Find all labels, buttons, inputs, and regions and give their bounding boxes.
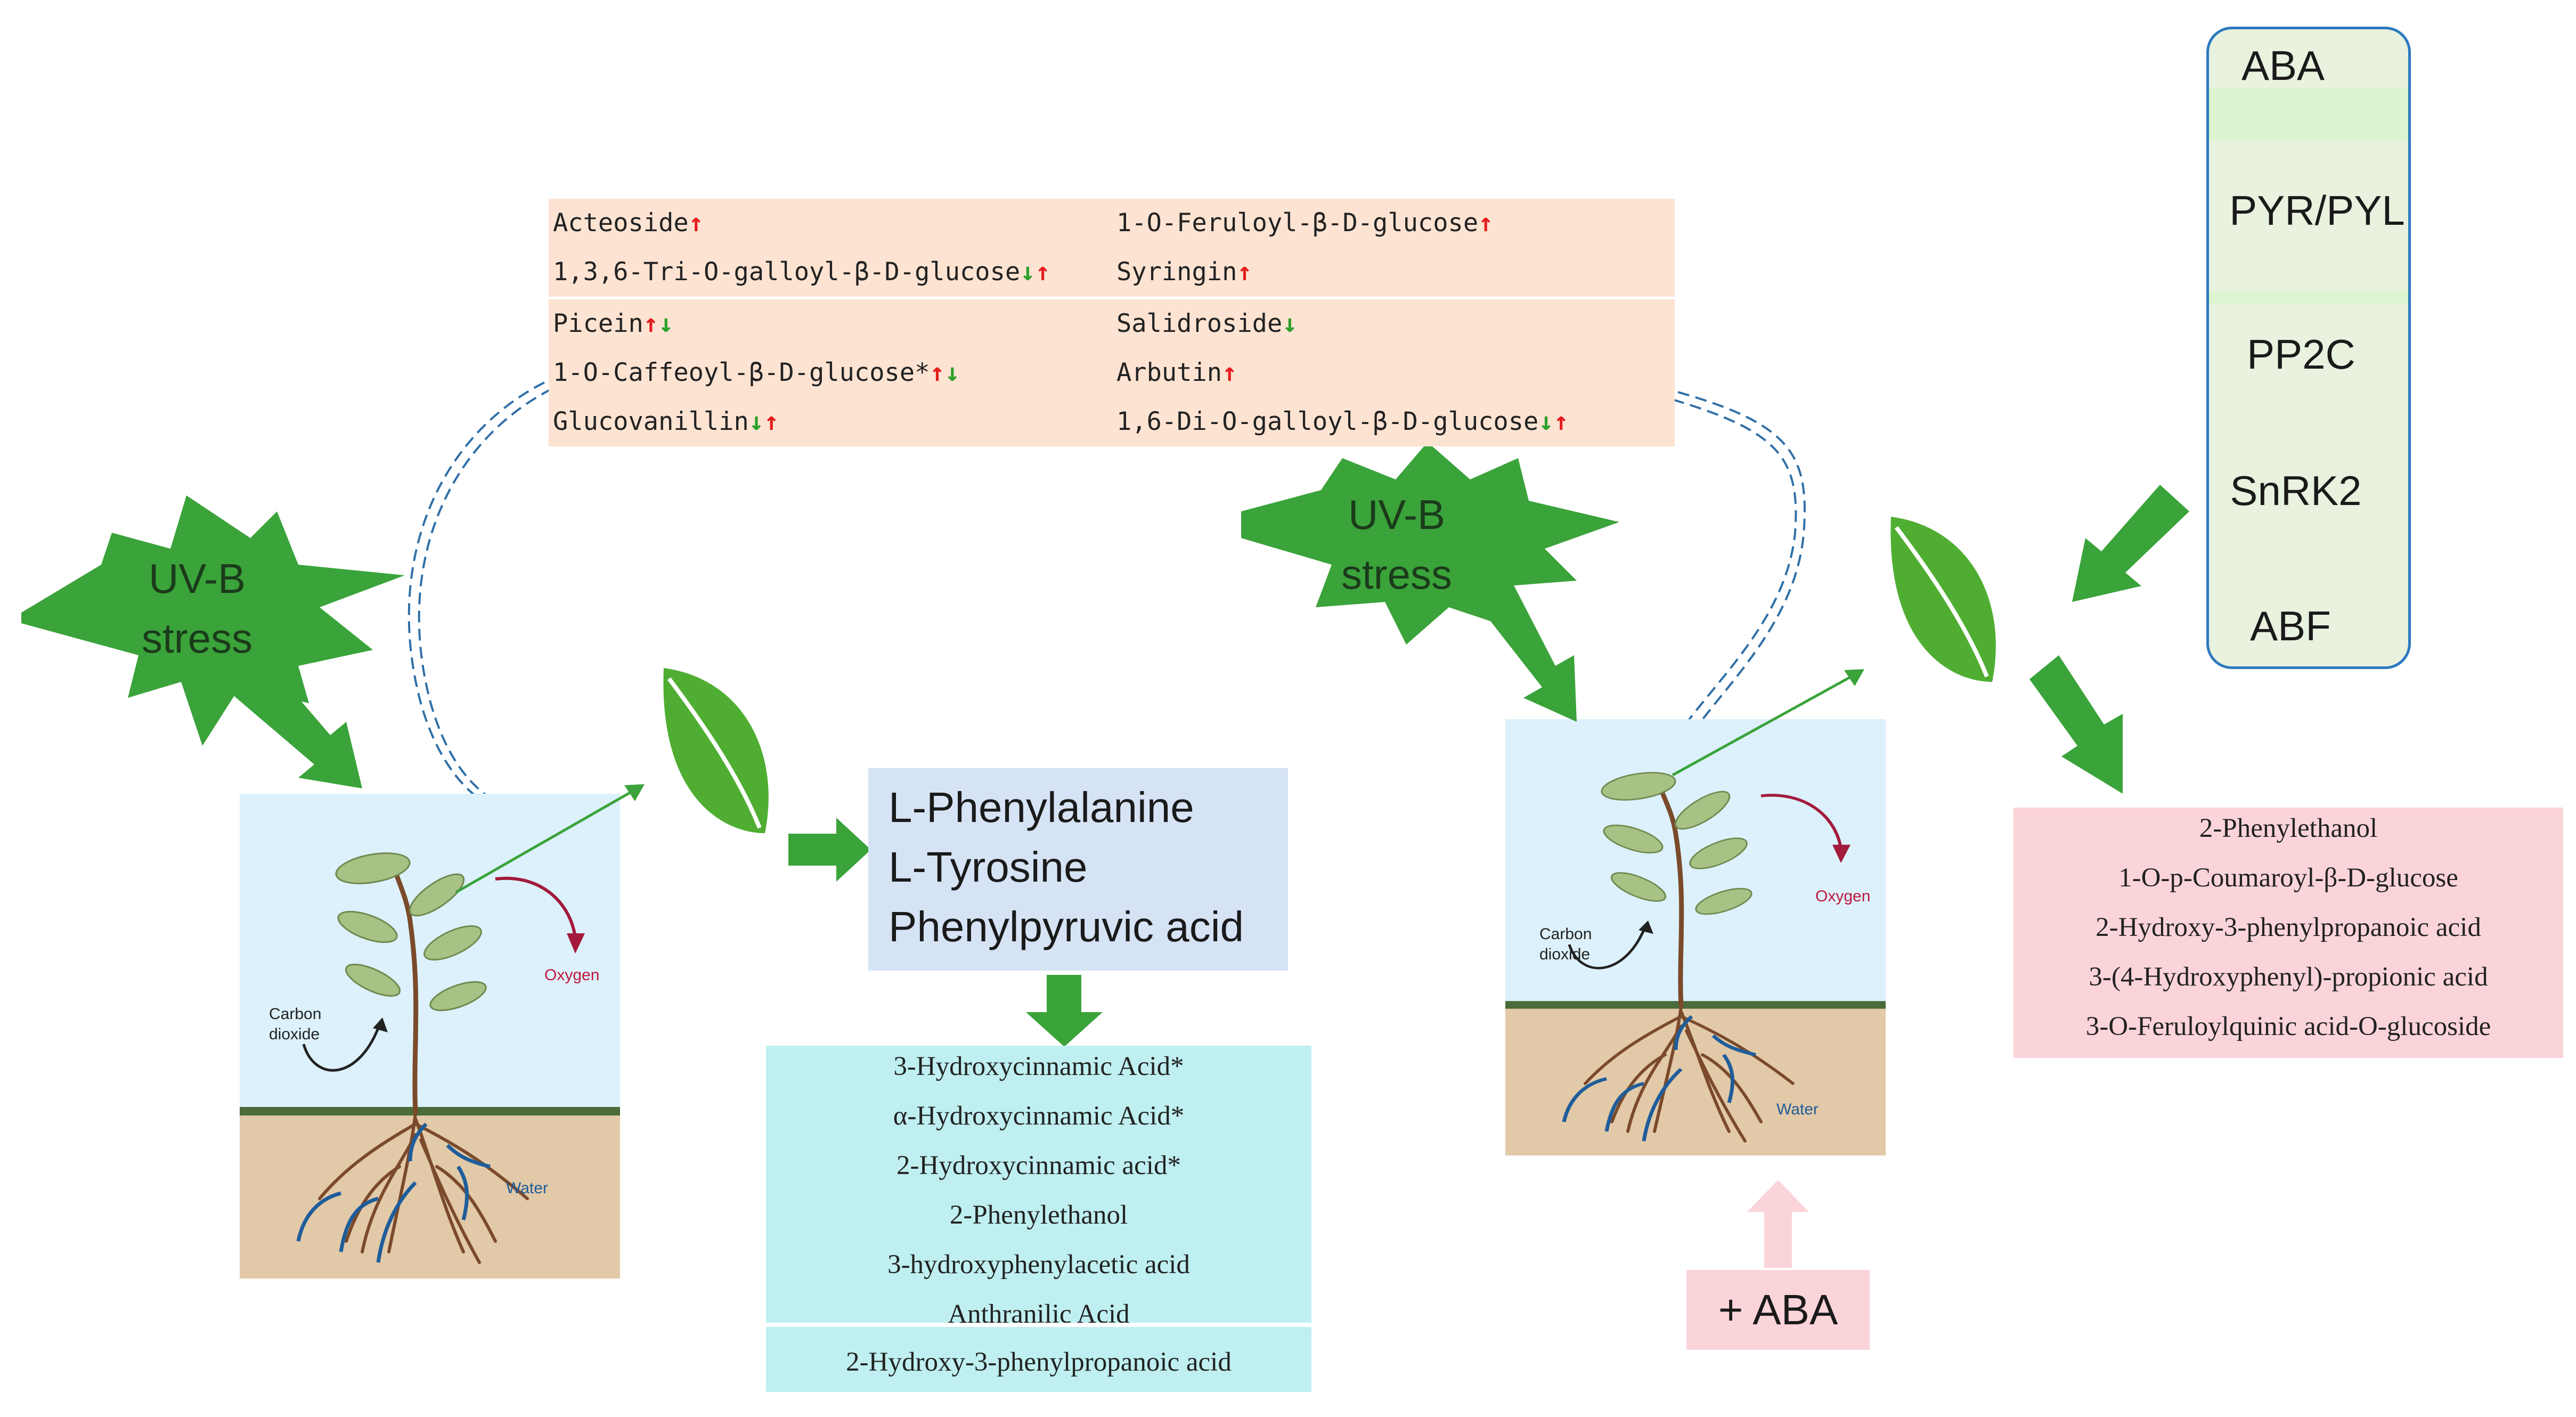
down-arrow-icon: ↓ <box>944 358 960 387</box>
list-item: 1-O-p-Coumaroyl-β-D-glucose <box>2118 863 2458 893</box>
compound-name: 1,6-Di-O-galloyl-β-D-glucose <box>1116 407 1539 436</box>
water-label-right: Water <box>1776 1101 1819 1118</box>
carbon-dioxide-label-left: Carbon dioxide <box>269 1004 321 1045</box>
leaf-icon-right <box>1890 517 1995 682</box>
label-line: Carbon <box>269 1005 322 1023</box>
uvb-stress-label-left: UV-B stress <box>96 549 298 668</box>
list-item: 2-Phenylethanol <box>2199 813 2378 843</box>
uvb-burst-right <box>1241 442 1619 645</box>
label-line: dioxide <box>1539 946 1591 963</box>
compound-cell-arbutin: Arbutin↑ <box>1112 348 1675 397</box>
plant-to-leaf-arrow-left <box>455 786 640 894</box>
list-item: 3-hydroxyphenylacetic acid <box>887 1250 1190 1280</box>
stress-line-2: stress <box>1341 551 1453 598</box>
uvb-burst-left <box>21 495 405 746</box>
compound-name: Arbutin <box>1116 358 1222 387</box>
compound-cell-syringin: Syringin↑ <box>1112 248 1675 297</box>
amino-line: L-Tyrosine <box>888 843 1088 891</box>
dashed-link-right <box>1672 391 1806 728</box>
list-item: 2-Hydroxy-3-phenylpropanoic acid <box>2096 913 2481 942</box>
down-arrow-icon: ↓ <box>1020 257 1036 287</box>
up-arrow-icon: ↑ <box>1222 358 1237 387</box>
compound-name: Salidroside <box>1116 309 1283 338</box>
up-arrow-icon: ↑ <box>643 309 659 338</box>
aba-signaling-pathway <box>2206 27 2411 669</box>
up-arrow-icon: ↑ <box>764 407 779 436</box>
amino-line: Phenylpyruvic acid <box>888 903 1244 950</box>
arrow-uvb-to-plant-left <box>224 661 362 788</box>
pathway-node-aba: ABA <box>2241 42 2325 89</box>
compound-name: Syringin <box>1116 257 1237 287</box>
pathway-node-pyr-pyl: PYR/PYL <box>2229 187 2405 234</box>
amino-line: L-Phenylalanine <box>888 784 1194 831</box>
compound-name: Picein <box>553 309 643 338</box>
compound-cell-caffeoyl: 1-O-Caffeoyl-β-D-glucose*↑↓ <box>549 348 1112 397</box>
list-item: 2-Phenylethanol <box>949 1200 1128 1230</box>
oxygen-label-left: Oxygen <box>544 966 600 984</box>
down-arrow-icon: ↓ <box>748 407 764 436</box>
up-arrow-icon: ↑ <box>1035 257 1050 287</box>
list-divider <box>766 1323 1311 1327</box>
down-arrow-icon: ↓ <box>1538 407 1554 436</box>
stress-line-2: stress <box>141 615 253 662</box>
pathway-node-abf: ABF <box>2250 602 2331 649</box>
oxygen-label-right: Oxygen <box>1815 887 1871 905</box>
up-arrow-icon: ↑ <box>1553 407 1569 436</box>
arrow-uvb-to-plant-right <box>1476 583 1577 722</box>
water-label-left: Water <box>506 1179 548 1197</box>
stress-line-1: UV-B <box>1348 491 1446 538</box>
arrow-pathway-to-leaf <box>2072 485 2189 602</box>
leaf-icon-left <box>663 668 768 833</box>
compound-name: 1-O-Caffeoyl-β-D-glucose* <box>553 358 930 387</box>
list-item: 3-Hydroxycinnamic Acid* <box>893 1052 1184 1081</box>
list-item: α-Hydroxycinnamic Acid* <box>893 1101 1185 1131</box>
list-item: 3-O-Feruloylquinic acid-O-glucoside <box>2085 1012 2491 1041</box>
carbon-dioxide-label-right: Carbon dioxide <box>1539 924 1592 965</box>
compound-cell-feruloyl: 1-O-Feruloyl-β-D-glucose↑ <box>1112 199 1675 248</box>
compound-name: Glucovanillin <box>553 407 749 436</box>
down-arrow-icon: ↓ <box>1282 309 1298 338</box>
pathway-highlight <box>2209 88 2408 141</box>
pathway-highlight <box>2209 290 2408 303</box>
compound-name: Acteoside <box>553 208 689 238</box>
compound-cell-glucovanillin: Glucovanillin↓↑ <box>549 397 1112 446</box>
compound-cell-picein: Picein↑↓ <box>549 299 1112 348</box>
compound-cell-acteoside: Acteoside↑ <box>549 199 1112 248</box>
down-arrow-icon: ↓ <box>658 309 674 338</box>
arrow-amino-to-cyan <box>1026 975 1103 1047</box>
up-arrow-icon: ↑ <box>930 358 945 387</box>
pathway-node-snrk2: SnRK2 <box>2230 467 2362 514</box>
arrow-aba-treatment <box>1747 1180 1809 1268</box>
compound-cell-trigalloyl: 1,3,6-Tri-O-galloyl-β-D-glucose↓↑ <box>549 248 1112 297</box>
list-item: 2-Hydroxycinnamic acid* <box>896 1151 1181 1180</box>
up-arrow-icon: ↑ <box>1237 257 1252 287</box>
pathway-node-pp2c: PP2C <box>2247 331 2355 378</box>
compound-cell-salidroside: Salidroside↓ <box>1112 299 1675 348</box>
compound-name: 1-O-Feruloyl-β-D-glucose <box>1116 208 1479 238</box>
label-line: dioxide <box>269 1025 320 1043</box>
aba-treatment-label: + ABA <box>1686 1270 1870 1350</box>
uvb-stress-label-right: UV-B stress <box>1295 485 1498 604</box>
arrow-leaf-to-amino <box>788 818 871 882</box>
cyan-compound-list: 3-Hydroxycinnamic Acid* α-Hydroxycinnami… <box>766 1046 1311 1392</box>
label-line: Carbon <box>1539 925 1592 943</box>
pink-compound-list: 2-Phenylethanol 1-O-p-Coumaroyl-β-D-gluc… <box>2013 808 2563 1058</box>
list-item: 3-(4-Hydroxyphenyl)-propionic acid <box>2089 962 2488 992</box>
list-item: 2-Hydroxy-3-phenylpropanoic acid <box>846 1347 1232 1377</box>
up-arrow-icon: ↑ <box>1478 208 1494 238</box>
dashed-link-left <box>407 381 552 805</box>
up-arrow-icon: ↑ <box>688 208 704 238</box>
stress-line-1: UV-B <box>148 555 246 602</box>
compound-cell-digalloyl: 1,6-Di-O-galloyl-β-D-glucose↓↑ <box>1112 397 1675 446</box>
compound-name: 1,3,6-Tri-O-galloyl-β-D-glucose <box>553 257 1021 287</box>
plant-to-leaf-arrow-right <box>1672 671 1860 777</box>
amino-acid-box: L-Phenylalanine L-Tyrosine Phenylpyruvic… <box>868 768 1288 971</box>
arrow-leaf-to-pink <box>2029 655 2123 794</box>
